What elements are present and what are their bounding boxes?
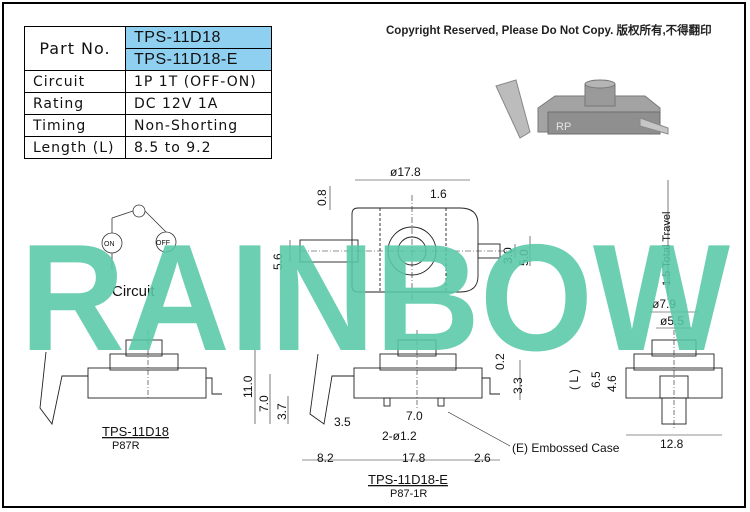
dim-w-left: 8.2 (317, 451, 334, 465)
circuit-on-label: ON (104, 241, 115, 248)
side-view-left (39, 330, 222, 426)
spec-table: Part No. TPS-11D18 TPS-11D18-E Circuit 1… (24, 26, 272, 159)
end-view (625, 311, 723, 436)
dim-top-h: 5.6 (271, 253, 285, 270)
spec-value-timing: Non-Shorting (125, 114, 272, 137)
top-view (289, 179, 669, 300)
side-view-right (254, 330, 521, 461)
spec-label-length: Length (L) (24, 136, 126, 159)
dim-top-width: ø17.8 (390, 165, 421, 179)
dim-end-l: ( L ) (567, 369, 581, 390)
photo-mark: RP (556, 121, 571, 133)
dim-top-d2: 0.8 (315, 189, 329, 206)
dim-end-h2: 4.6 (605, 375, 619, 392)
part-number-1: TPS-11D18 (125, 26, 272, 49)
dim-h-side: 3.3 (511, 377, 525, 394)
spec-value-rating: DC 12V 1A (125, 92, 272, 115)
dim-h-small: 0.2 (493, 353, 507, 370)
left-model-label: TPS-11D18 (102, 424, 169, 439)
dim-w-body: 17.8 (402, 451, 426, 465)
circuit-off-label: OFF (156, 240, 170, 247)
right-model-label: TPS-11D18-E (368, 472, 448, 487)
circuit-symbol (101, 204, 177, 270)
dim-end-d1: ø7.9 (652, 297, 676, 311)
dim-h2: 7.0 (257, 395, 271, 412)
circuit-label: Circuit (112, 283, 155, 300)
spec-label-circuit: Circuit (24, 70, 126, 93)
dim-left-off: 3.5 (334, 415, 351, 429)
product-photo: RP (495, 79, 669, 139)
left-code-label: P87R (112, 440, 140, 452)
dim-pitch: 7.0 (406, 409, 423, 423)
dim-h3: 3.7 (275, 403, 289, 420)
embossed-label: (E) Embossed Case (512, 441, 620, 455)
right-code-label: P87-1R (390, 488, 427, 500)
dim-end-h1: 6.5 (589, 371, 603, 388)
spec-value-circuit: 1P 1T (OFF-ON) (125, 70, 272, 93)
rainbow-watermark: RAINBOW (20, 213, 731, 383)
dim-end-d2: ø5.5 (660, 314, 684, 328)
dim-travel: 1.5 Total Travel (661, 212, 673, 286)
dim-top-out: 5.0 (517, 249, 531, 266)
dim-total-h: 11.0 (241, 375, 255, 398)
dim-top-d1: 1.6 (430, 187, 447, 201)
dim-top-in: 3.0 (501, 247, 515, 264)
dim-w-right: 2.6 (474, 451, 491, 465)
part-number-2: TPS-11D18-E (125, 48, 272, 71)
dim-holes: 2-ø1.2 (382, 429, 417, 443)
copyright-notice: Copyright Reserved, Please Do Not Copy. … (386, 25, 712, 37)
spec-value-length: 8.5 to 9.2 (125, 136, 272, 159)
dim-end-w: 12.8 (660, 437, 684, 451)
